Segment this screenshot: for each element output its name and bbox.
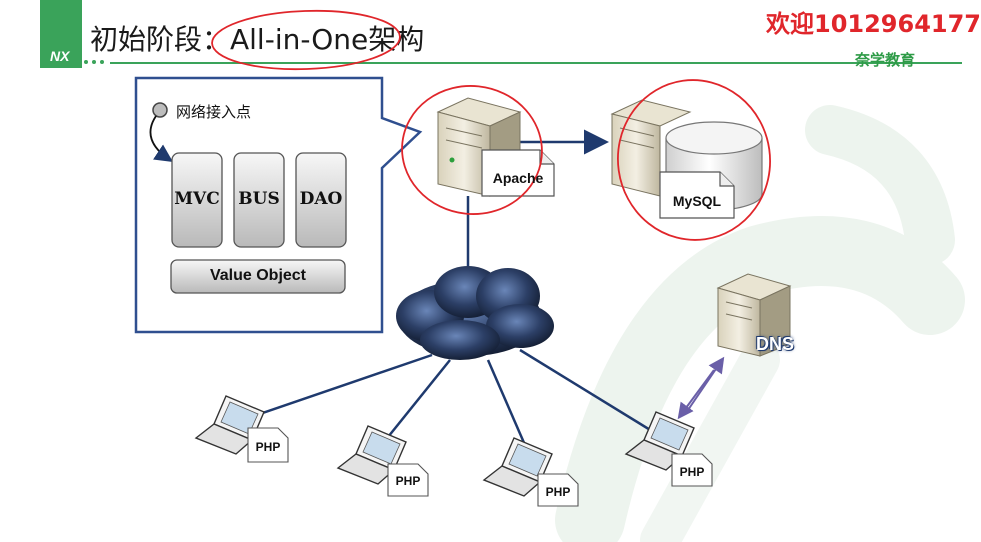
module-box-mvc xyxy=(171,152,223,248)
client-label-3: PHP xyxy=(545,485,571,499)
module-label-bus: BUS xyxy=(238,189,280,209)
nx-logo-block xyxy=(40,0,82,68)
title-annotation-circle xyxy=(211,9,401,71)
db-server-icon xyxy=(610,99,692,197)
brand-name: 奈学教育 xyxy=(855,51,916,69)
cloud-client-link-3 xyxy=(486,359,530,453)
dns-response-arrow xyxy=(677,369,715,420)
cloud-client-link-2 xyxy=(383,359,451,443)
dns-request-arrow xyxy=(687,356,725,411)
apache-label: Apache xyxy=(492,170,544,186)
header-underline xyxy=(84,60,962,64)
module-label-dao: DAO xyxy=(299,189,343,209)
client-label-4: PHP xyxy=(679,465,705,479)
dns-label: DNS xyxy=(756,334,795,354)
db-annotation-circle xyxy=(617,79,771,241)
cloud-client-link-1 xyxy=(241,353,433,422)
module-box-bus xyxy=(233,152,285,248)
client-laptop-1 xyxy=(194,395,289,463)
client-label-1: PHP xyxy=(255,440,281,454)
cloud-client-link-4 xyxy=(519,348,661,438)
client-laptop-3 xyxy=(482,437,579,507)
value-object-label: Value Object xyxy=(209,267,307,284)
value-object-box xyxy=(170,259,346,294)
dns-server-icon xyxy=(716,273,792,357)
mysql-label: MySQL xyxy=(672,193,722,209)
access-point-label: 网络接入点 xyxy=(176,103,252,121)
access-point-arrow xyxy=(149,115,173,162)
web-server-annotation-circle xyxy=(401,85,543,215)
module-box-dao xyxy=(295,152,347,248)
nx-logo-text: NX xyxy=(50,48,70,64)
apache-document-icon xyxy=(481,149,555,197)
internet-cloud-icon xyxy=(396,266,554,360)
page-title: 初始阶段：All-in-One架构 xyxy=(90,23,425,56)
mysql-document-icon xyxy=(659,171,735,219)
client-laptop-4 xyxy=(624,411,713,487)
access-point-icon xyxy=(152,102,168,118)
client-laptop-2 xyxy=(336,425,429,497)
client-label-2: PHP xyxy=(395,474,421,488)
module-label-mvc: MVC xyxy=(174,189,220,209)
welcome-text: 欢迎1012964177 xyxy=(766,10,981,38)
